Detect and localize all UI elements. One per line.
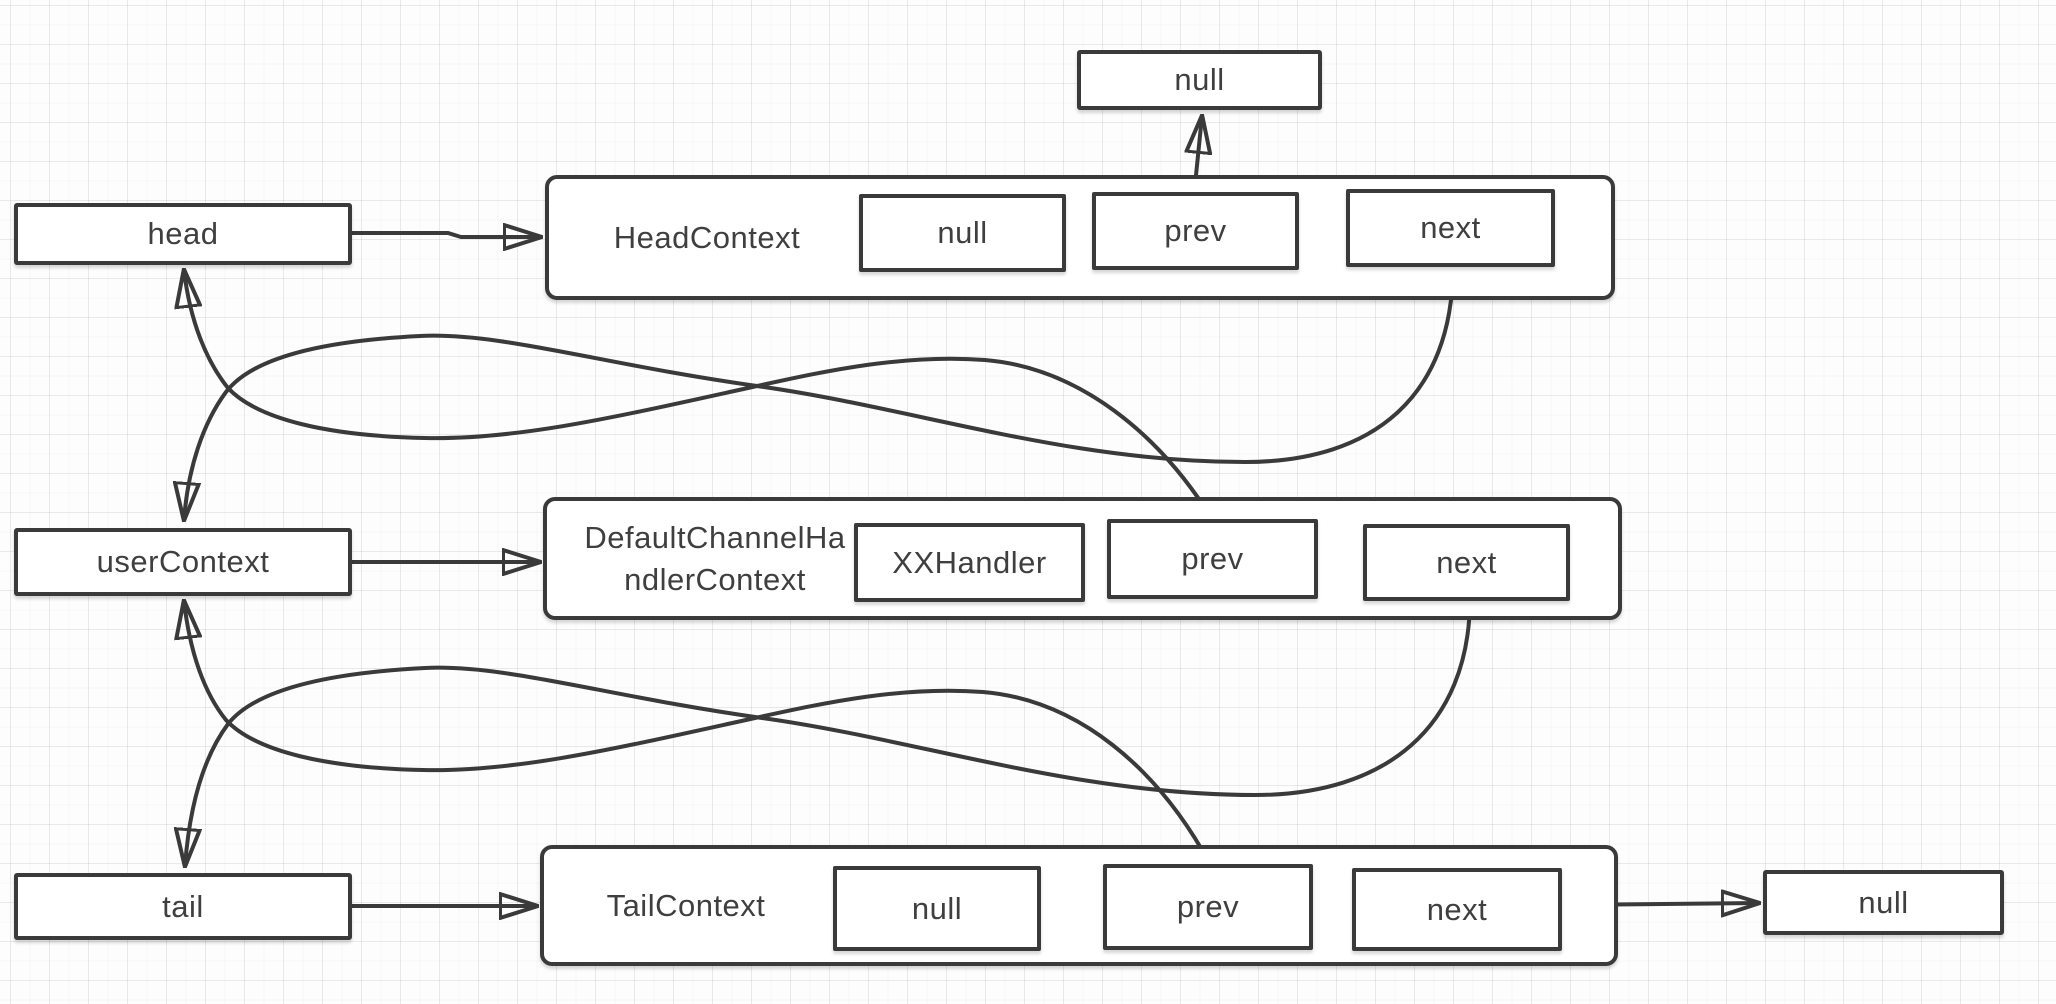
node-tail-ref: tail bbox=[14, 873, 352, 940]
node-tail-ref-label: tail bbox=[162, 888, 204, 924]
field-headcontext-next-label: next bbox=[1420, 210, 1481, 245]
node-defaultchannelhandlercontext-title: DefaultChannelHa ndlerContext bbox=[565, 501, 865, 616]
node-null-right-label: null bbox=[1858, 884, 1909, 920]
field-defaultcontext-prev: prev bbox=[1107, 519, 1318, 599]
arrow-head-to-headcontext bbox=[352, 233, 541, 237]
field-headcontext-prev: prev bbox=[1092, 192, 1299, 270]
node-null-top: null bbox=[1077, 50, 1322, 110]
field-tailcontext-prev: prev bbox=[1103, 864, 1313, 950]
node-usercontext-ref-label: userContext bbox=[96, 544, 270, 579]
field-defaultcontext-handler: XXHandler bbox=[854, 523, 1085, 602]
field-headcontext-handler: null bbox=[859, 194, 1066, 272]
field-headcontext-next: next bbox=[1346, 189, 1555, 267]
field-defaultcontext-prev-label: prev bbox=[1181, 541, 1244, 576]
field-tailcontext-next-label: next bbox=[1426, 891, 1488, 927]
curve-prev2-to-head bbox=[184, 270, 1214, 521]
node-headcontext-title-text: HeadContext bbox=[613, 219, 801, 255]
node-tailcontext-title: TailContext bbox=[576, 849, 796, 962]
field-headcontext-prev-label: prev bbox=[1164, 213, 1227, 248]
node-usercontext-ref: userContext bbox=[14, 528, 352, 596]
node-head-ref: head bbox=[14, 203, 352, 265]
node-defaultchannelhandlercontext-title-line2: ndlerContext bbox=[624, 561, 806, 597]
curve-next2-to-tail bbox=[185, 599, 1472, 866]
curve-prev3-to-usercontext bbox=[184, 601, 1212, 865]
field-tailcontext-prev-label: prev bbox=[1176, 889, 1240, 924]
field-defaultcontext-next: next bbox=[1363, 524, 1570, 601]
field-tailcontext-handler-label: null bbox=[911, 890, 963, 926]
node-defaultchannelhandlercontext-title-line1: DefaultChannelHa bbox=[584, 519, 846, 555]
node-null-right: null bbox=[1763, 870, 2004, 935]
field-defaultcontext-next-label: next bbox=[1436, 544, 1497, 580]
field-tailcontext-handler: null bbox=[833, 866, 1041, 951]
node-headcontext-title: HeadContext bbox=[597, 179, 817, 296]
field-tailcontext-next: next bbox=[1352, 868, 1562, 951]
field-defaultcontext-handler-label: XXHandler bbox=[892, 544, 1047, 580]
node-null-top-label: null bbox=[1174, 62, 1225, 97]
curve-next1-to-usercontext bbox=[184, 267, 1455, 520]
field-headcontext-handler-label: null bbox=[937, 215, 988, 250]
node-tailcontext-title-text: TailContext bbox=[606, 887, 766, 923]
node-head-ref-label: head bbox=[147, 216, 219, 251]
